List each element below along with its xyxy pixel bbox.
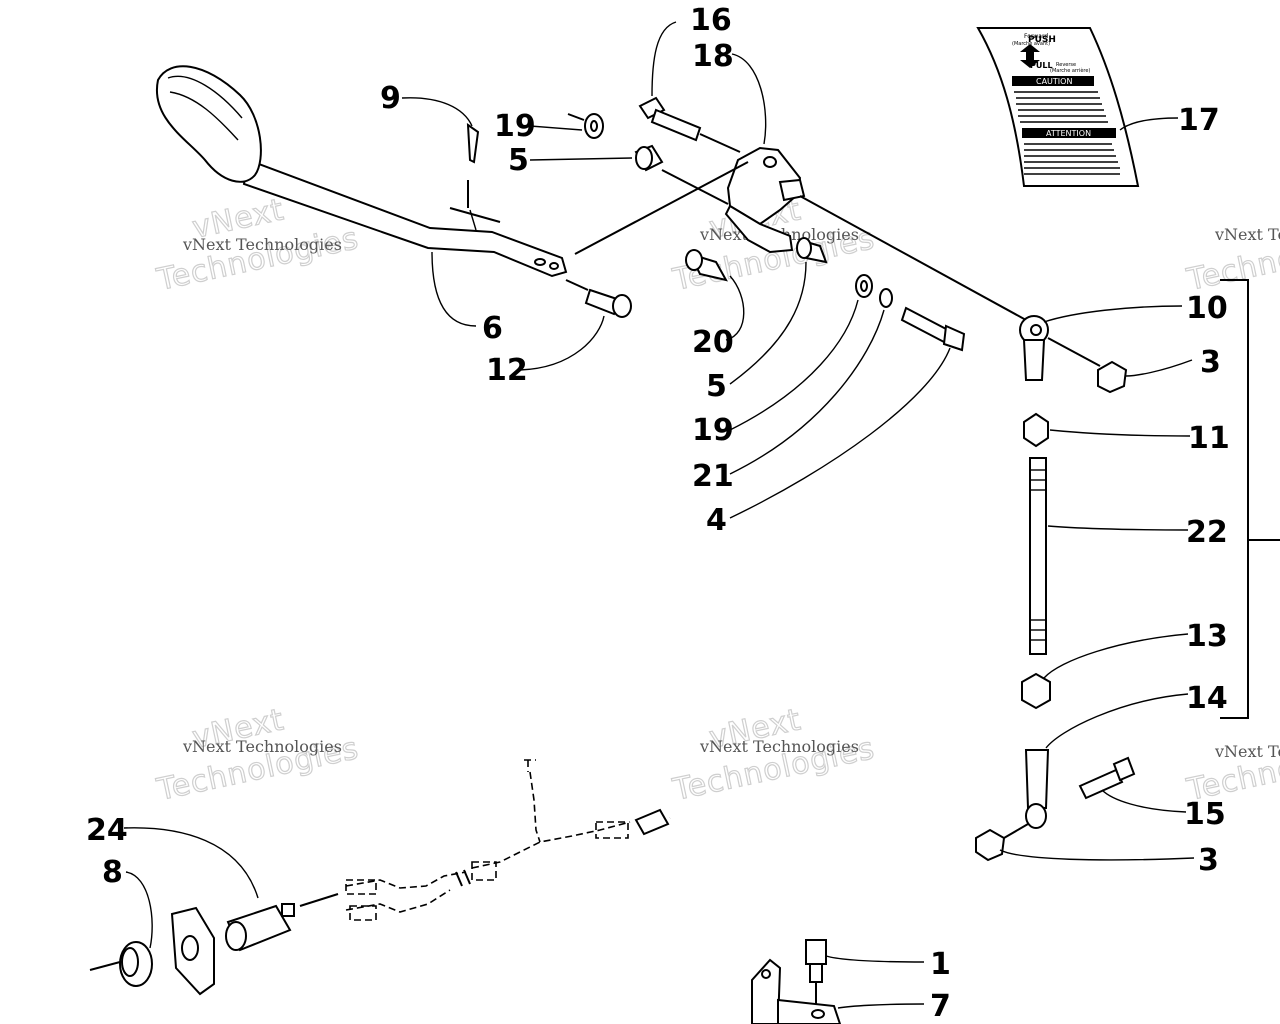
push-pull-arrow-icon: [1020, 44, 1040, 68]
watermark-line-text: vNext Technologies: [182, 235, 342, 254]
watermark-bottom-center: Technologies vNext vNext Technologies: [669, 702, 879, 809]
callout-1: 1: [930, 947, 951, 982]
callout-16: 16: [690, 3, 732, 38]
watermark-line-text: vNext Technologies: [1214, 742, 1280, 761]
bushing-20: [685, 249, 728, 282]
shift-decal: Forward (Marche avant) PUSH PULL Reverse…: [976, 27, 1140, 187]
svg-text:Reverse: Reverse: [1056, 62, 1076, 68]
nut-upper: [1097, 360, 1128, 394]
callout-17: 17: [1178, 103, 1220, 138]
rod-end-upper: [1019, 315, 1101, 381]
bolt-16: [638, 96, 741, 153]
spacer-upper: [634, 144, 729, 205]
shift-lever-hole: [534, 258, 546, 266]
jam-nut-lower: [1021, 672, 1051, 710]
nut-lower: [975, 823, 1029, 862]
jam-nut-upper: [1023, 412, 1049, 448]
callout-7: 7: [930, 989, 951, 1024]
bracket-rod-end-line: [799, 195, 1027, 321]
callout-19: 19: [494, 109, 536, 144]
callout-14: 14: [1186, 681, 1228, 716]
assembly-bracket: [1220, 279, 1249, 719]
bolt-4: [900, 306, 966, 352]
callout-4: 4: [706, 503, 727, 538]
callout-3: 3: [1198, 843, 1219, 878]
shift-lever-hole: [549, 262, 559, 270]
control-cable: [634, 794, 827, 1006]
callouts: 16 18 9 19 5 17 10 3 6 12 20 5 19 21 4 1…: [86, 3, 1230, 1024]
callout-10: 10: [1186, 291, 1228, 326]
callout-24: 24: [86, 813, 128, 848]
callout-20: 20: [692, 325, 734, 360]
svg-text:PUSH: PUSH: [1028, 35, 1056, 45]
callout-5: 5: [508, 143, 529, 178]
clevis-pin: [565, 279, 632, 318]
leader-lines: [123, 21, 1195, 1009]
callout-9: 9: [380, 81, 401, 116]
shift-lever-handle-logo: [167, 75, 243, 141]
shift-lever-assembly: [155, 65, 568, 278]
watermark-top-right: Technologies vNext Technologies: [1183, 220, 1280, 298]
callout-21: 21: [692, 459, 734, 494]
pivot-bracket: [724, 146, 806, 254]
cotter-pin: [449, 122, 501, 223]
svg-text:CAUTION: CAUTION: [1036, 77, 1072, 86]
svg-text:(Marche arrière): (Marche arrière): [1050, 67, 1090, 74]
cable-bracket: [751, 958, 842, 1024]
wiring-harness: [345, 759, 631, 921]
callout-3: 3: [1200, 345, 1221, 380]
svg-text:PULL: PULL: [1030, 61, 1053, 70]
bolt-15: [1078, 756, 1136, 800]
watermark-line-text: vNext Technologies: [699, 737, 859, 756]
callout-13: 13: [1186, 619, 1228, 654]
callout-19: 19: [692, 413, 734, 448]
shift-lever-handle: [155, 65, 262, 183]
washer-upper: [567, 113, 604, 139]
callout-18: 18: [692, 39, 734, 74]
callout-11: 11: [1188, 421, 1230, 456]
svg-text:ATTENTION: ATTENTION: [1046, 129, 1091, 138]
callout-22: 22: [1186, 515, 1228, 550]
lever-pivot-line: [574, 161, 749, 255]
reverse-switch: [225, 893, 339, 952]
watermark-line-text: vNext Technologies: [182, 737, 342, 756]
reverse-switch-nut: [89, 941, 153, 987]
watermark-bottom-left: Technologies vNext vNext Technologies: [153, 702, 363, 809]
threaded-rod: [1029, 457, 1047, 655]
svg-text:(Marche avant): (Marche avant): [1012, 41, 1050, 47]
lock-washer: [879, 288, 893, 308]
rod-end-lower: [1024, 749, 1050, 829]
callout-15: 15: [1184, 797, 1226, 832]
mounting-plate: [170, 906, 215, 996]
shift-lever-rod: [242, 158, 568, 278]
callout-5: 5: [706, 369, 727, 404]
callout-12: 12: [486, 353, 528, 388]
washer-lower: [855, 274, 873, 298]
watermark-line-text: vNext Technologies: [1214, 225, 1280, 244]
callout-6: 6: [482, 311, 503, 346]
svg-text:Forward: Forward: [1024, 33, 1048, 40]
callout-8: 8: [102, 855, 123, 890]
spacer-lower: [796, 237, 828, 264]
